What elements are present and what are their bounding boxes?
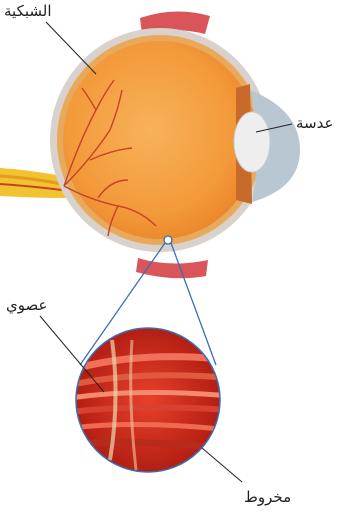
- cone-leader: [202, 448, 242, 482]
- rod-label: عصوي: [6, 298, 47, 313]
- retina-label: الشبكية: [4, 4, 52, 19]
- cone-label: مخروط: [244, 490, 291, 505]
- lens: [234, 112, 270, 172]
- retina-leader: [46, 22, 96, 74]
- vitreous-body: [63, 41, 257, 239]
- lens-label: عدسة: [296, 116, 333, 131]
